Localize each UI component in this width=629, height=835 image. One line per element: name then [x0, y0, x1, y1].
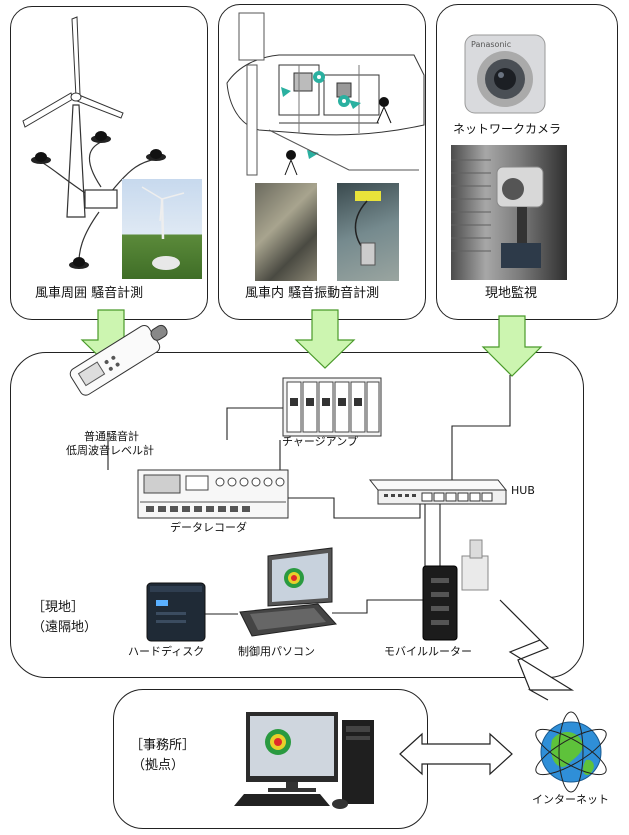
bidirectional-arrow	[399, 732, 513, 776]
wind-turbine-illustration	[22, 16, 166, 269]
internet-globe-icon	[535, 711, 607, 793]
control-laptop-device	[239, 547, 337, 637]
charge-amp-label: チャージアンプ	[282, 435, 358, 448]
mobile-router-label: モバイルルーター	[384, 645, 472, 658]
control-pc-label: 制御用パソコン	[238, 645, 315, 658]
site-label-2: （遠隔地）	[32, 620, 98, 635]
sound-level-meter-device	[69, 324, 168, 396]
office-label-2: （拠点）	[132, 758, 185, 773]
site-label-1: ［現地］	[32, 600, 85, 615]
arrow-panel3-down	[481, 315, 543, 377]
photo-nacelle-interior	[255, 183, 317, 281]
data-recorder-device	[137, 469, 289, 519]
panel-wind-turbine-surroundings: 風車周囲 騒音計測	[10, 6, 208, 320]
panel-onsite-monitoring: Panasonic ネットワークカメラ 現地監視	[436, 4, 618, 320]
office-label-1: ［事務所］	[130, 738, 196, 753]
network-camera-label: ネットワークカメラ	[453, 122, 562, 136]
mobile-router-device	[422, 539, 489, 641]
panel-inside-turbine: 風車内 騒音振動音計測	[218, 4, 426, 320]
data-recorder-label: データレコーダ	[170, 521, 247, 534]
panel1-caption: 風車周囲 騒音計測	[35, 286, 144, 301]
wireless-lightning-icon	[499, 599, 575, 701]
photo-vibration-sensor	[337, 183, 399, 281]
arrow-panel2-down	[294, 309, 356, 369]
network-camera-image: Panasonic	[461, 31, 549, 117]
charge-amplifier-device	[282, 377, 382, 437]
network-hub-device	[368, 479, 508, 505]
svg-text:Panasonic: Panasonic	[471, 40, 511, 49]
hard-disk-device	[146, 582, 206, 642]
office-pc-device	[234, 712, 374, 809]
photo-turbine-field	[122, 179, 202, 279]
internet-label: インターネット	[532, 793, 609, 806]
nacelle-cross-section-illustration	[226, 12, 425, 176]
hard-disk-label: ハードディスク	[128, 645, 205, 658]
sound-meter-label-2: 低周波音レベル計	[66, 444, 154, 457]
hub-label: HUB	[511, 484, 535, 497]
photo-installed-camera	[451, 145, 567, 280]
panel3-caption: 現地監視	[485, 286, 538, 301]
sound-meter-label-1: 普通騒音計	[84, 430, 139, 443]
panel2-caption: 風車内 騒音振動音計測	[245, 286, 380, 301]
